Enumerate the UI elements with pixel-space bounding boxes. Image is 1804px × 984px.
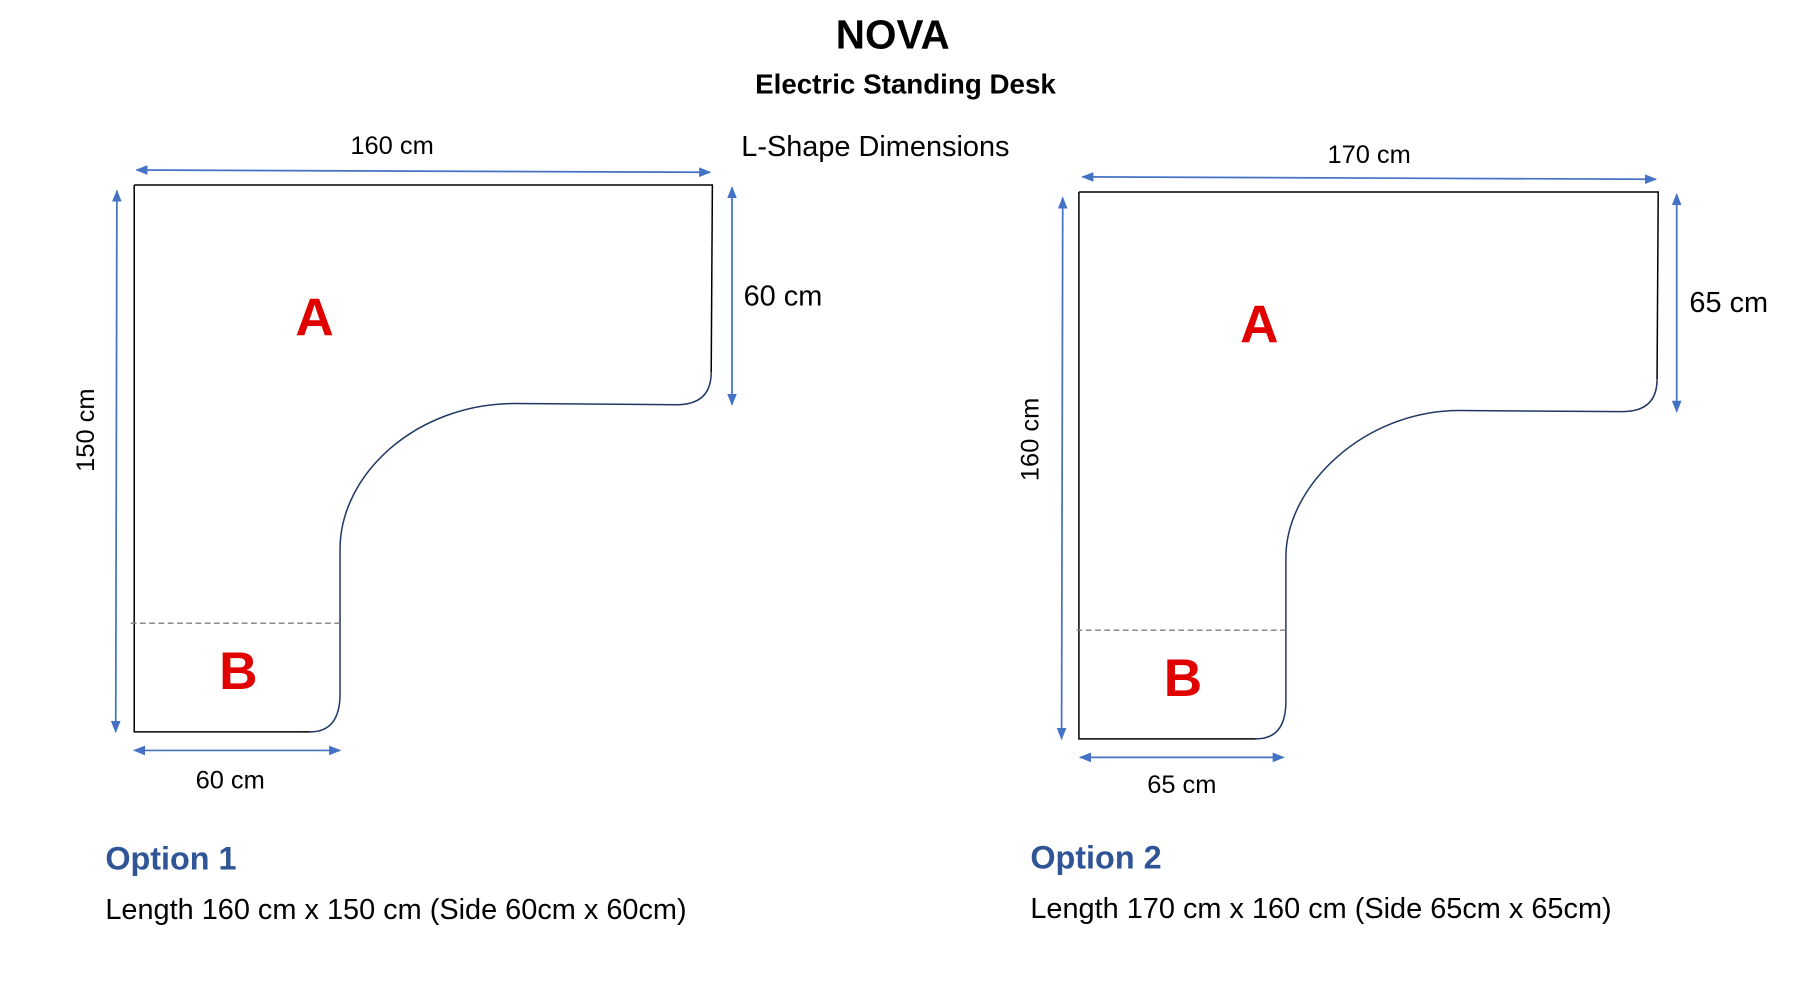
- section-b-label: B: [219, 642, 257, 701]
- desk-corner-curve: [309, 372, 712, 733]
- option-1-description: Length 160 cm x 150 cm (Side 60cm x 60cm…: [105, 894, 686, 926]
- side-label: 65 cm: [1147, 771, 1216, 799]
- desk-outline: [133, 185, 310, 733]
- option-2-heading: Option 2: [1030, 839, 1161, 875]
- option-2-description: Length 170 cm x 160 cm (Side 65cm x 65cm…: [1030, 893, 1611, 925]
- length-label: 150 cm: [72, 388, 100, 471]
- section-a-label: A: [1240, 295, 1278, 354]
- depth-label: 60 cm: [744, 280, 823, 312]
- width-arrow: [135, 165, 712, 178]
- side-label: 60 cm: [196, 767, 265, 795]
- length-arrow: [110, 189, 122, 734]
- length-label: 160 cm: [1016, 398, 1044, 481]
- desk-outline: [134, 184, 714, 373]
- desk-outline: [1078, 191, 1659, 380]
- caption: L-Shape Dimensions: [741, 131, 1009, 163]
- width-arrow: [1081, 172, 1658, 185]
- depth-label: 65 cm: [1689, 287, 1768, 319]
- width-label: 160 cm: [350, 132, 433, 160]
- option-2-drawing: 170 cm 160 cm 65 cm 65 cm A B: [1016, 141, 1768, 799]
- option-1-drawing: 160 cm 150 cm 60 cm 60 cm A B: [72, 132, 823, 795]
- option-1-heading: Option 1: [105, 841, 236, 877]
- subtitle: Electric Standing Desk: [755, 69, 1056, 100]
- width-label: 170 cm: [1327, 141, 1410, 169]
- desk-outline: [1078, 191, 1256, 740]
- section-a-label: A: [295, 288, 333, 347]
- desk-corner-curve: [1255, 379, 1658, 740]
- section-b-label: B: [1164, 649, 1202, 708]
- length-arrow: [1056, 196, 1068, 741]
- title: NOVA: [836, 12, 950, 58]
